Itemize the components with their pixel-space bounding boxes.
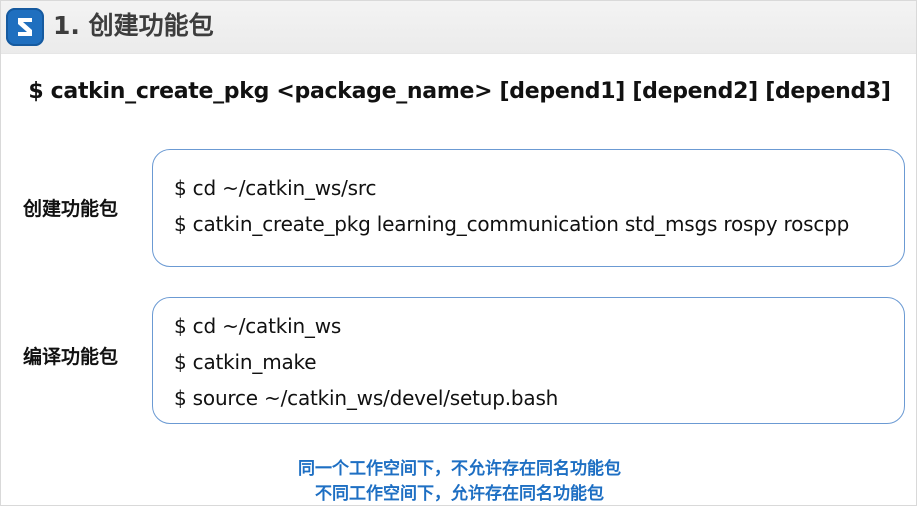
logo-icon — [6, 8, 44, 46]
page-title: 1. 创建功能包 — [53, 11, 214, 40]
note-different-workspace: 不同工作空间下，允许存在同名功能包 — [315, 484, 604, 504]
code-line: $ catkin_create_pkg learning_communicati… — [174, 212, 850, 236]
note-same-workspace: 同一个工作空间下，不允许存在同名功能包 — [298, 459, 621, 479]
code-box-build: $ cd ~/catkin_ws $ catkin_make $ source … — [152, 297, 905, 424]
code-line: $ cd ~/catkin_ws — [174, 314, 342, 338]
slide-header: 1. 创建功能包 — [1, 1, 916, 54]
command-syntax: $ catkin_create_pkg <package_name> [depe… — [28, 79, 891, 104]
section-label-create: 创建功能包 — [23, 198, 119, 220]
code-line: $ catkin_make — [174, 350, 317, 374]
code-line: $ cd ~/catkin_ws/src — [174, 176, 377, 200]
section-label-build: 编译功能包 — [23, 346, 119, 368]
code-line: $ source ~/catkin_ws/devel/setup.bash — [174, 386, 559, 410]
code-box-create: $ cd ~/catkin_ws/src $ catkin_create_pkg… — [152, 149, 905, 267]
